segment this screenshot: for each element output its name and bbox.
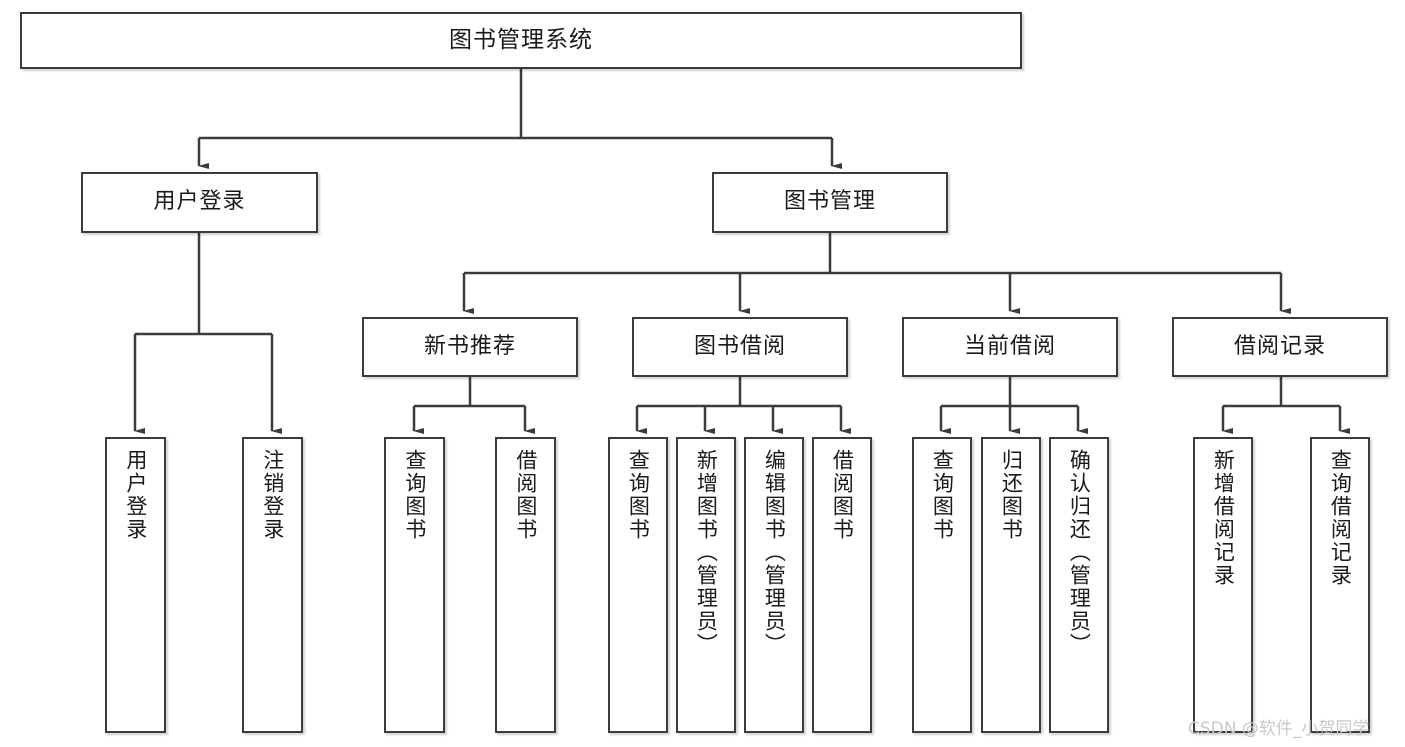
connector-bookmgmt-to-level3: [462, 233, 1291, 314]
node-label: 编辑图书（管理员）: [762, 449, 787, 656]
node-label: 图书借阅: [693, 333, 786, 359]
node-current-borrow[interactable]: 当前借阅: [902, 317, 1118, 377]
connector-userlogin-to-leaves: [133, 233, 282, 434]
node-label: 借阅图书: [830, 449, 855, 541]
node-label: 借阅图书: [513, 449, 538, 541]
node-label: 新书推荐: [423, 333, 516, 359]
leaf-borrow-record-query[interactable]: 查询借阅记录: [1310, 437, 1370, 733]
leaf-book-borrow-add[interactable]: 新增图书（管理员）: [676, 437, 736, 733]
node-new-book-recommend[interactable]: 新书推荐: [362, 317, 578, 377]
leaf-book-borrow-edit[interactable]: 编辑图书（管理员）: [744, 437, 804, 733]
leaf-book-borrow-borrow[interactable]: 借阅图书: [812, 437, 872, 733]
connector-currentborrow-to-leaves: [939, 377, 1088, 434]
leaf-current-borrow-confirm-return[interactable]: 确认归还（管理员）: [1049, 437, 1109, 733]
node-root-book-management-system[interactable]: 图书管理系统: [20, 12, 1022, 69]
node-label: 归还图书: [999, 449, 1024, 541]
node-label: 用户登录: [123, 449, 148, 541]
connector-root-to-level2: [197, 69, 842, 169]
leaf-current-borrow-query[interactable]: 查询图书: [912, 437, 972, 733]
leaf-new-book-query[interactable]: 查询图书: [384, 437, 445, 733]
node-borrow-record[interactable]: 借阅记录: [1172, 317, 1388, 377]
leaf-new-book-borrow[interactable]: 借阅图书: [495, 437, 556, 733]
node-label: 查询图书: [402, 449, 427, 541]
connector-bookborrow-to-leaves: [635, 377, 851, 434]
node-label: 查询图书: [930, 449, 955, 541]
node-label: 新增借阅记录: [1211, 449, 1236, 587]
leaf-user-login-logout[interactable]: 注销登录: [242, 437, 303, 733]
node-user-login[interactable]: 用户登录: [81, 172, 318, 233]
leaf-current-borrow-return[interactable]: 归还图书: [981, 437, 1041, 733]
node-label: 借阅记录: [1233, 333, 1326, 359]
node-label: 图书管理: [783, 189, 876, 215]
node-book-management[interactable]: 图书管理: [712, 172, 948, 233]
node-label: 新增图书（管理员）: [694, 449, 719, 656]
node-label: 当前借阅: [963, 333, 1056, 359]
connector-newbook-to-leaves: [412, 377, 535, 434]
leaf-borrow-record-add[interactable]: 新增借阅记录: [1193, 437, 1253, 733]
csdn-watermark: CSDN @软件_小贺同学: [1188, 719, 1370, 739]
connector-borrowrecord-to-leaves: [1221, 377, 1350, 434]
leaf-user-login-login[interactable]: 用户登录: [105, 437, 166, 733]
node-label: 图书管理系统: [449, 26, 593, 53]
node-label: 确认归还（管理员）: [1067, 449, 1092, 656]
node-label: 查询图书: [626, 449, 651, 541]
node-label: 查询借阅记录: [1328, 449, 1353, 587]
node-label: 注销登录: [260, 449, 285, 541]
node-book-borrow[interactable]: 图书借阅: [632, 317, 848, 377]
leaf-book-borrow-query[interactable]: 查询图书: [608, 437, 668, 733]
node-label: 用户登录: [153, 189, 246, 215]
